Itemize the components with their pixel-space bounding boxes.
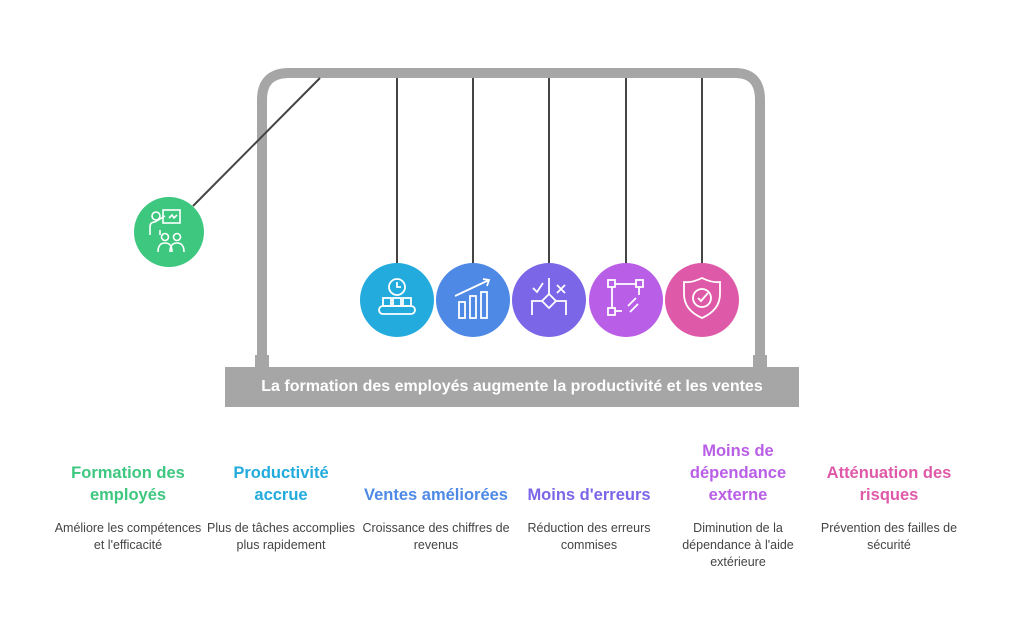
ball-2 — [436, 263, 510, 337]
cradle-frame — [257, 68, 765, 360]
decision-check-x-icon — [531, 278, 567, 315]
ball-1 — [360, 263, 434, 337]
item-description: Réduction des erreurs commises — [527, 521, 651, 552]
bar-chart-growth-icon — [454, 278, 491, 319]
shield-check-icon — [683, 276, 721, 319]
item-heading: Formation des employés — [71, 464, 185, 504]
string — [192, 77, 321, 207]
presentation-icon — [149, 209, 185, 253]
ball-3 — [512, 263, 586, 337]
item-heading: Atténuation des risques — [826, 464, 952, 504]
item-description: Plus de tâches accomplies plus rapidemen… — [207, 521, 355, 552]
item-description: Diminution de la dépendance à l'aide ext… — [682, 521, 794, 569]
item-heading: Moins de dépendance externe — [689, 442, 787, 504]
diagram-title: La formation des employés augmente la pr… — [225, 367, 799, 407]
ball-5 — [665, 263, 739, 337]
frame-foot-left — [255, 355, 269, 367]
item-heading: Moins d'erreurs — [527, 486, 651, 504]
item-description: Prévention des failles de sécurité — [820, 521, 958, 552]
conveyor-clock-icon — [378, 278, 416, 315]
item-heading: Productivité accrue — [233, 464, 329, 504]
link-nodes-icon — [607, 279, 644, 316]
item-heading: Ventes améliorées — [363, 486, 508, 504]
ball-4 — [589, 263, 663, 337]
ball-formation — [134, 197, 204, 267]
frame-foot-right — [753, 355, 767, 367]
item-description: Croissance des chiffres de revenus — [362, 521, 510, 552]
item-description: Améliore les compétences et l'efficacité — [54, 521, 202, 552]
